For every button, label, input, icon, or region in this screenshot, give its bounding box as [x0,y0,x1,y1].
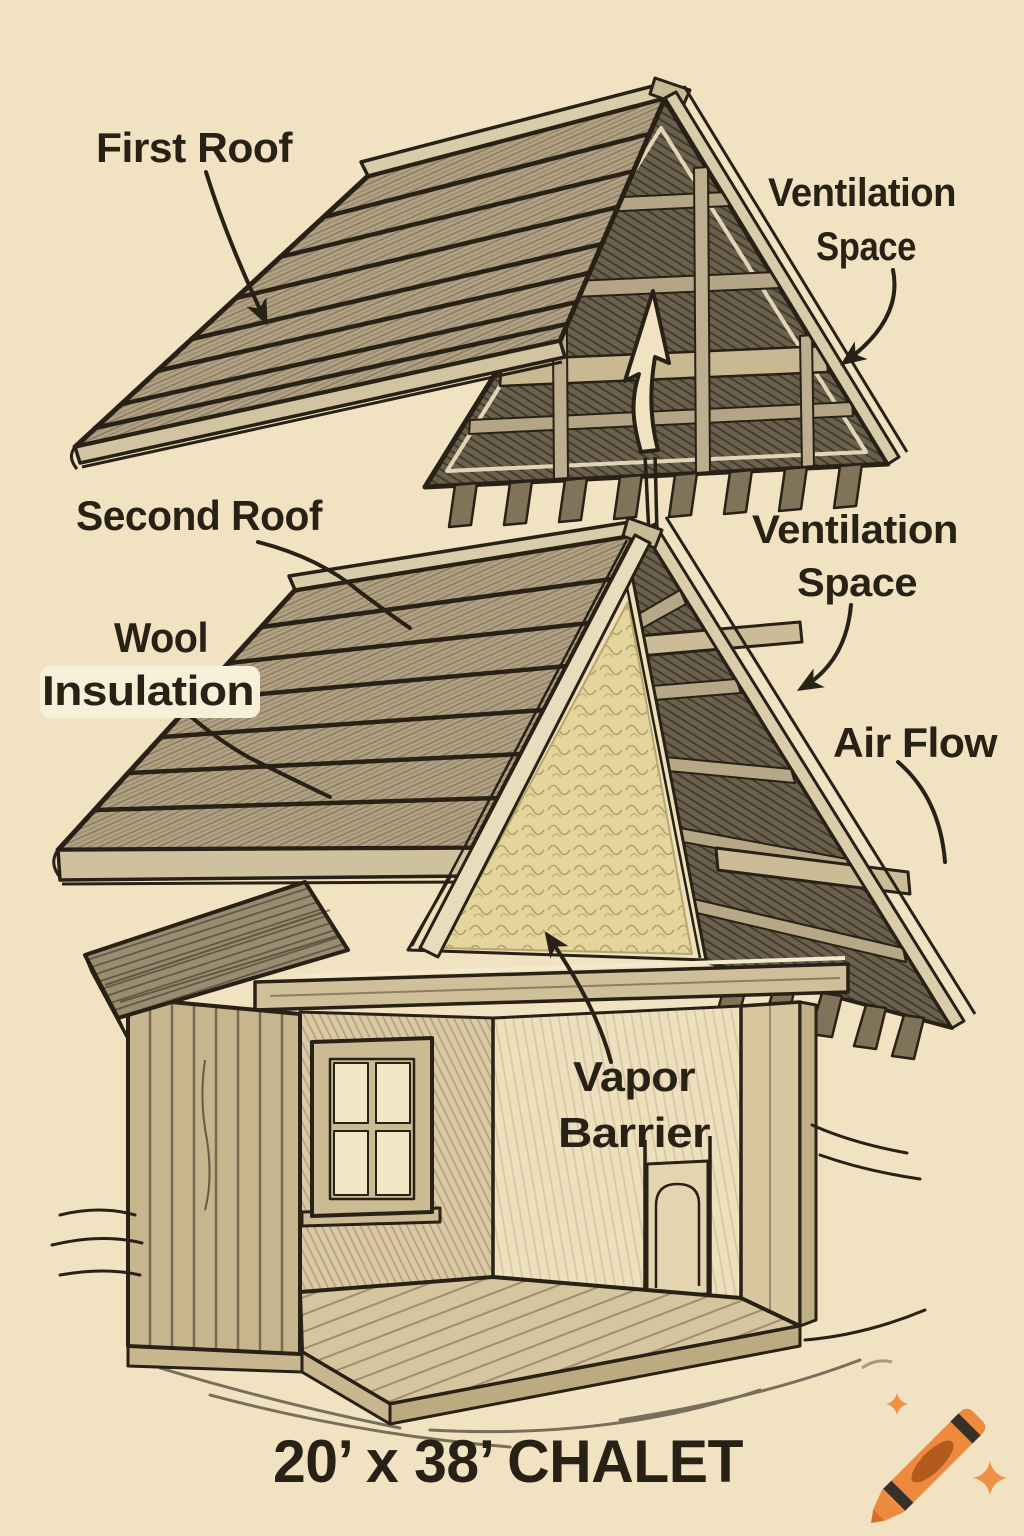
label-ventilation-top-2: Space [816,225,916,269]
eave-layer [83,880,350,1039]
corner-post [126,996,302,1356]
label-vapor-2: Barrier [558,1109,710,1156]
label-air-flow: Air Flow [833,719,998,766]
door [643,1136,712,1298]
window [300,1036,442,1228]
chalet-illustration [50,516,977,1449]
label-second-roof: Second Roof [76,492,323,539]
shingle-battens [93,576,615,813]
airflow-arrow [623,289,671,454]
rafter-tails [447,462,864,529]
label-wool-2: Insulation [42,667,254,714]
label-ventilation-right-2: Space [797,561,917,605]
label-wool-1: Wool [114,614,208,661]
crayon-logo [861,1359,1007,1523]
sparkle-icon [973,1461,1007,1495]
label-first-roof: First Roof [96,124,294,171]
label-ventilation-top-1: Ventilation [768,171,956,215]
crayon-icon [871,1408,986,1523]
leader-lines [186,170,947,1064]
label-badge [40,666,260,718]
label-vapor-1: Vapor [573,1053,695,1100]
ground-shadow [50,1123,927,1449]
first-roof-illustration [70,76,909,531]
diagram-title: 20’ x 38’ CHALET [273,1428,743,1495]
label-ventilation-right-1: Ventilation [752,508,958,552]
sparkle-icon [886,1393,908,1415]
